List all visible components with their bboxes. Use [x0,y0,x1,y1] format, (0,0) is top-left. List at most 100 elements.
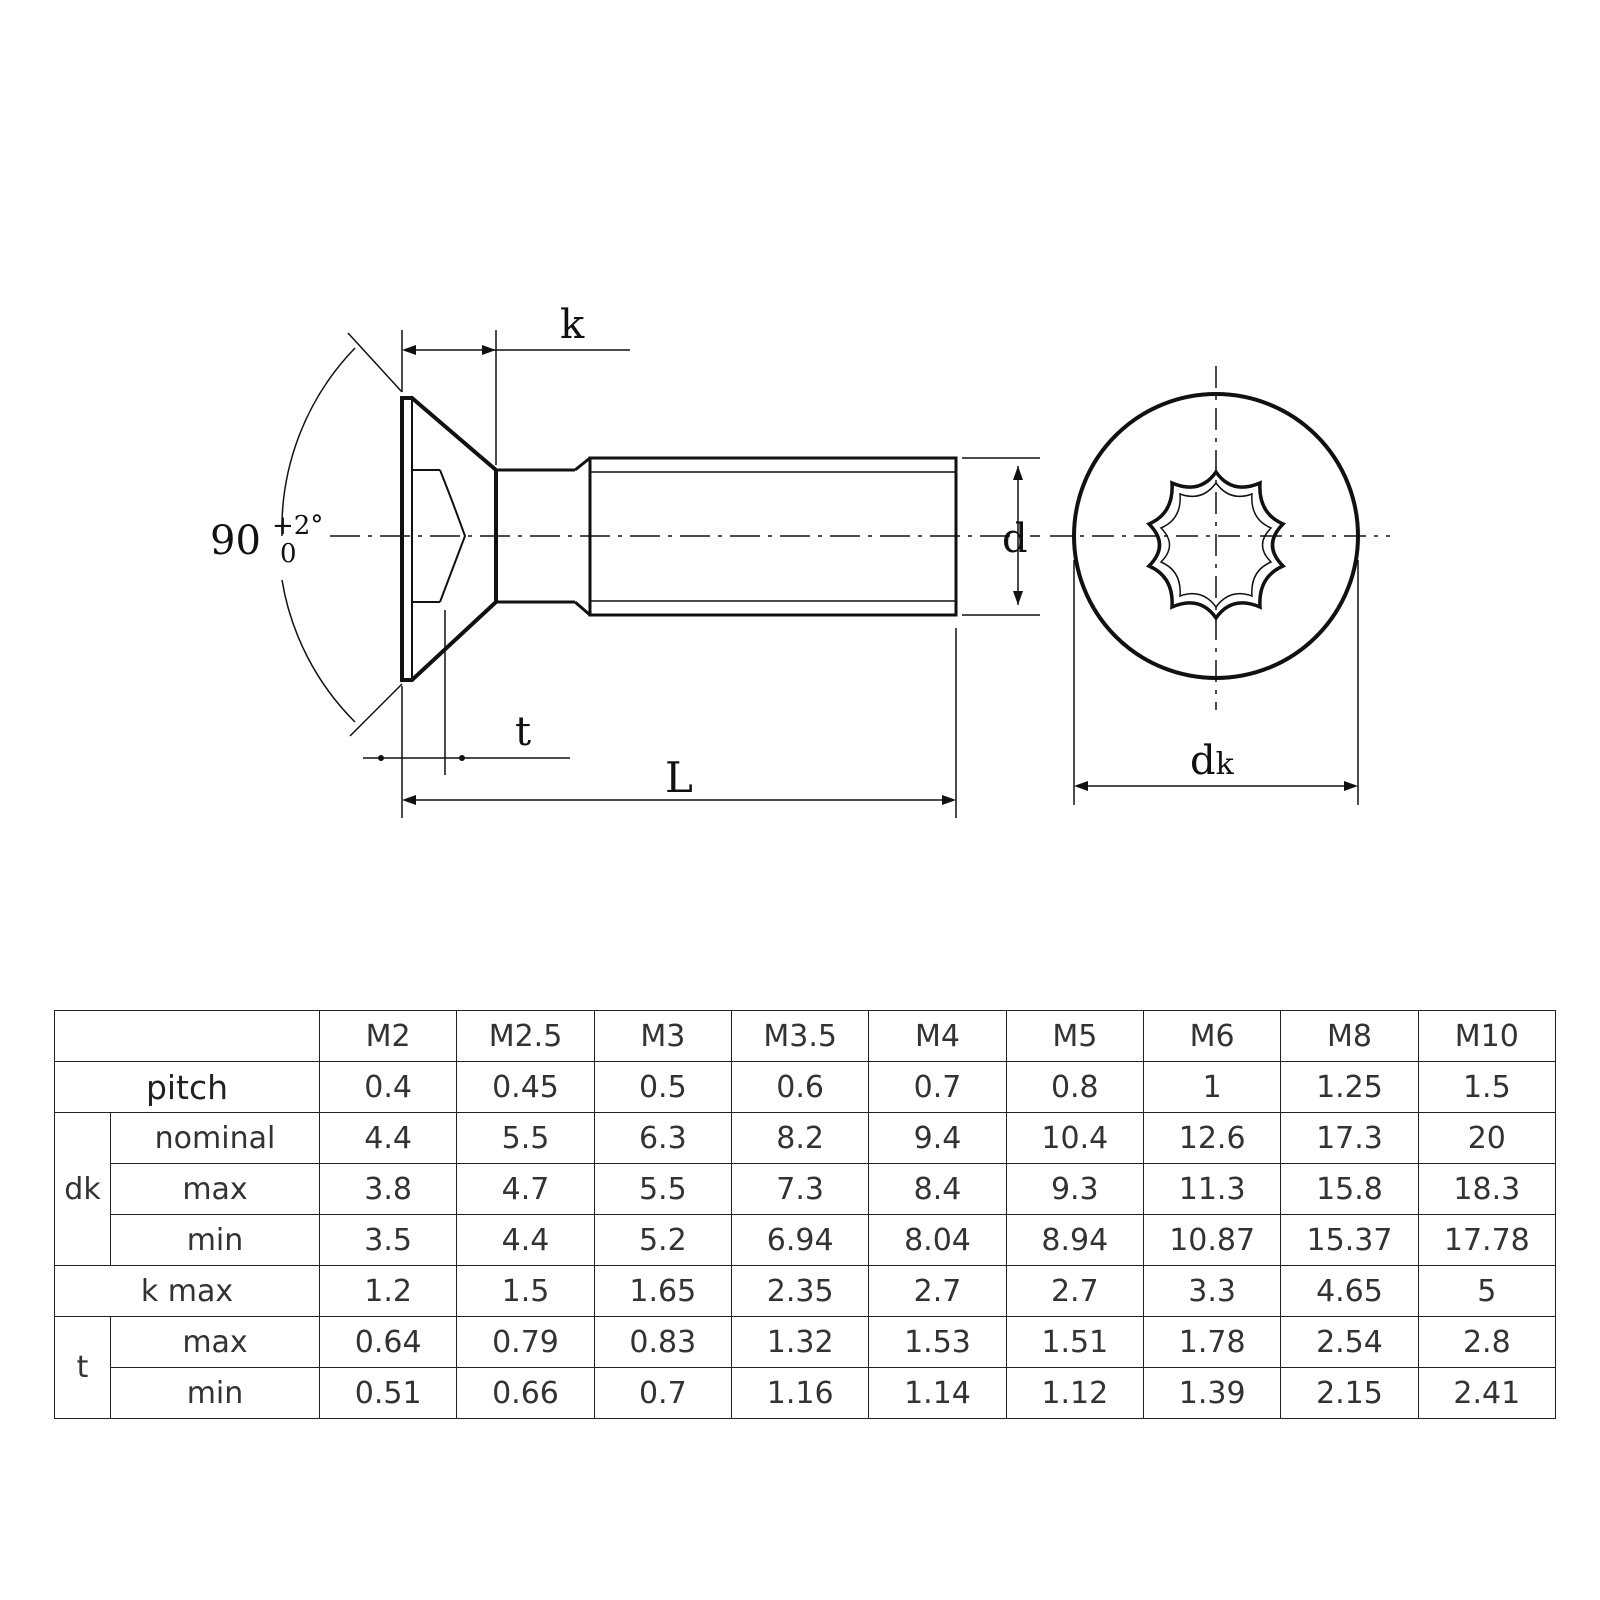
table-cell: 4.65 [1280,1265,1419,1317]
row-label: min [110,1367,320,1419]
d-label: d [1002,516,1028,562]
table-cell: 20 [1417,1112,1557,1164]
table-cell: 0.6 [730,1061,870,1113]
table-cell: 1.5 [1417,1061,1557,1113]
table-cell: 2.7 [868,1265,1007,1317]
table-cell: 5 [1417,1265,1557,1317]
t-group-label: t [54,1316,111,1419]
table-cell: 0.66 [456,1367,595,1419]
col-header: M5 [1005,1010,1144,1062]
col-header: M6 [1142,1010,1282,1062]
table-cell: 8.04 [868,1214,1007,1266]
table-cell: 8.94 [1005,1214,1144,1266]
table-cell: 1.14 [868,1367,1007,1419]
table-cell: 1.53 [868,1316,1007,1368]
col-header: M2.5 [456,1010,595,1062]
table-cell: 5.2 [593,1214,732,1266]
table-cell: 10.87 [1142,1214,1282,1266]
table-cell: 12.6 [1142,1112,1282,1164]
row-label: max [110,1316,320,1368]
screw-dimension-drawing: k 90 +2° 0 d t L dk [210,302,1390,818]
col-header: M2 [318,1010,458,1062]
table-cell: 4.4 [456,1214,595,1266]
table-cell: 1.12 [1005,1367,1144,1419]
col-header: M3.5 [730,1010,870,1062]
table-cell: 3.5 [318,1214,458,1266]
t-min-row: min 0.51 0.66 0.7 1.16 1.14 1.12 1.39 2.… [55,1367,1557,1419]
angle-label: 90 [210,518,261,564]
table-cell: 8.2 [730,1112,870,1164]
table-cell: 2.54 [1280,1316,1419,1368]
table-cell: 2.41 [1417,1367,1557,1419]
col-header: M3 [593,1010,732,1062]
table-cell: 2.35 [730,1265,870,1317]
table-cell: 1 [1142,1061,1282,1113]
table-cell: 10.4 [1005,1112,1144,1164]
table-cell: 15.8 [1280,1163,1419,1215]
col-header: M4 [868,1010,1007,1062]
table-cell: 3.8 [318,1163,458,1215]
table-cell: 9.4 [868,1112,1007,1164]
k-max-label: k max [54,1265,320,1317]
table-cell: 5.5 [456,1112,595,1164]
spec-table: M2 M2.5 M3 M3.5 M4 M5 M6 M8 M10 pitch 0.… [54,1010,1557,1419]
table-cell: 0.8 [1005,1061,1144,1113]
dk-min-row: min 3.5 4.4 5.2 6.94 8.04 8.94 10.87 15.… [55,1214,1557,1266]
k-max-row: k max 1.2 1.5 1.65 2.35 2.7 2.7 3.3 4.65… [54,1265,1557,1317]
table-cell: 2.7 [1005,1265,1144,1317]
dk-nominal-row: dk nominal 4.4 5.5 6.3 8.2 9.4 10.4 12.6… [54,1112,1557,1266]
corner-cell [54,1010,320,1062]
table-cell: 1.5 [456,1265,595,1317]
header-row: M2 M2.5 M3 M3.5 M4 M5 M6 M8 M10 [54,1010,1557,1062]
table-cell: 3.3 [1142,1265,1282,1317]
table-cell: 1.39 [1142,1367,1282,1419]
row-label: min [110,1214,320,1266]
table-cell: 7.3 [730,1163,870,1215]
table-cell: 8.4 [868,1163,1007,1215]
table-cell: 4.7 [456,1163,595,1215]
pitch-label: pitch [54,1061,320,1113]
table-cell: 0.83 [593,1316,732,1368]
dk-label-main: d [1190,738,1216,784]
table-cell: 17.78 [1417,1214,1557,1266]
table-cell: 9.3 [1005,1163,1144,1215]
table-cell: 0.51 [318,1367,458,1419]
table-cell: 11.3 [1142,1163,1282,1215]
dk-max-row: max 3.8 4.7 5.5 7.3 8.4 9.3 11.3 15.8 18… [55,1163,1557,1215]
k-label: k [560,302,585,348]
table-cell: 1.65 [593,1265,732,1317]
row-label: nominal [110,1112,320,1164]
table-cell: 1.51 [1005,1316,1144,1368]
t-max-row: t max 0.64 0.79 0.83 1.32 1.53 1.51 1.78… [54,1316,1557,1419]
table-cell: 15.37 [1280,1214,1419,1266]
dk-label-sub: k [1216,747,1235,782]
table-cell: 1.16 [730,1367,870,1419]
table-cell: 0.79 [456,1316,595,1368]
table-cell: 6.3 [593,1112,732,1164]
table-cell: 6.94 [730,1214,870,1266]
angle-tolerance-lower: 0 [280,539,297,569]
row-label: max [110,1163,320,1215]
table-cell: 1.32 [730,1316,870,1368]
table-cell: 1.78 [1142,1316,1282,1368]
table-cell: 1.2 [318,1265,458,1317]
table-cell: 0.7 [868,1061,1007,1113]
table-cell: 2.8 [1417,1316,1557,1368]
table-cell: 0.5 [593,1061,732,1113]
angle-tolerance-upper: +2° [272,511,323,541]
table-cell: 17.3 [1280,1112,1419,1164]
screw-side-view [400,396,958,682]
table-cell: 0.7 [593,1367,732,1419]
table-cell: 18.3 [1417,1163,1557,1215]
table-cell: 0.45 [456,1061,595,1113]
table-cell: 0.4 [318,1061,458,1113]
table-cell: 1.25 [1280,1061,1419,1113]
dk-group-label: dk [54,1112,111,1266]
table-cell: 2.15 [1280,1367,1419,1419]
col-header: M10 [1417,1010,1557,1062]
t-label: t [515,709,531,755]
table-cell: 4.4 [318,1112,458,1164]
pitch-row: pitch 0.4 0.45 0.5 0.6 0.7 0.8 1 1.25 1.… [54,1061,1557,1113]
table-cell: 0.64 [318,1316,458,1368]
L-label: L [665,753,693,802]
